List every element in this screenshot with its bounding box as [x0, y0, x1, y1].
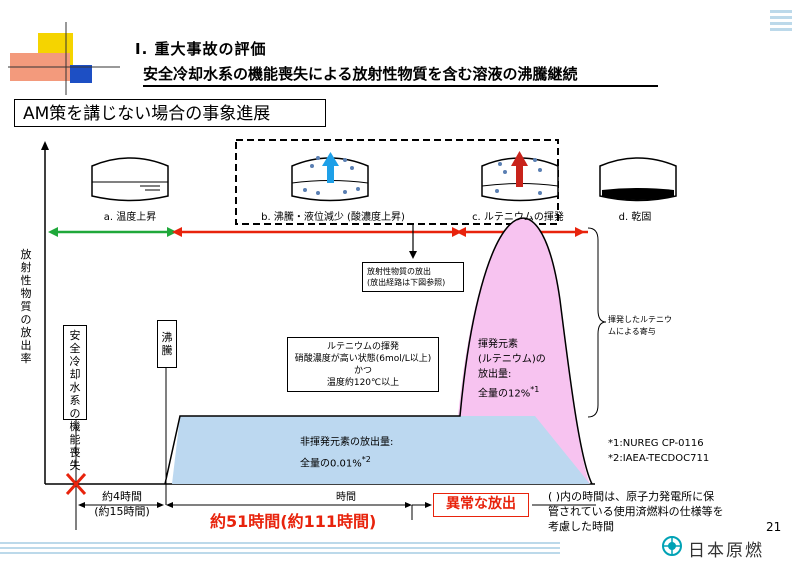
release-rate-curve	[164, 217, 593, 485]
loss-of-cooling-event: 安全冷却水系の機能喪失	[63, 325, 87, 472]
time-span-dry-arrow	[166, 502, 412, 508]
release-note-box: 放射性物質の放出 (放出経路は下図参照)	[362, 262, 464, 292]
ru-condition-line2: 硝酸濃度が高い状態(6mol/L以上)	[294, 354, 432, 364]
release-note-line2: (放出経路は下図参照)	[367, 278, 446, 287]
top-right-stripes	[770, 10, 792, 31]
subtitle-underline	[143, 85, 658, 87]
tank-c-icon	[481, 151, 559, 202]
nonvolatile-area	[172, 416, 590, 484]
ru-condition-line1: ルテニウムの揮発	[326, 342, 399, 352]
volatile-line1: 揮発元素	[478, 339, 518, 350]
contribution-bracket	[587, 227, 607, 418]
tank-a-icon	[91, 157, 169, 202]
references: *1:NUREG CP-0116 *2:IAEA-TECDOC711	[608, 436, 709, 466]
logo-mark-icon	[662, 536, 682, 556]
blue-block	[70, 65, 92, 83]
time-span-boil-arrow	[78, 502, 164, 508]
slide-subtitle: 安全冷却水系の機能喪失による放射性物質を含む溶液の沸騰継続	[143, 65, 578, 83]
scenario-box: AM策を講じない場合の事象進展	[14, 99, 326, 127]
boiling-event: 沸騰	[157, 320, 177, 368]
stage-label-c: c. ルテニウムの揮発	[472, 212, 564, 223]
stage-label-b: b. 沸騰・液位減少 (酸濃度上昇)	[261, 212, 405, 223]
volatile-line2: (ルテニウム)の	[478, 354, 546, 365]
reference-1: *1:NUREG CP-0116	[608, 438, 704, 449]
section-title: Ⅰ. 重大事故の評価	[135, 40, 267, 58]
footer-stripes	[0, 542, 560, 554]
release-note-line1: 放射性物質の放出	[367, 267, 431, 276]
nonvolatile-line2: 全量の0.01%*2	[300, 455, 371, 470]
boil-time-label: 約4時間 (約15時間)	[94, 490, 150, 518]
company-logo-text: 日本原燃	[688, 541, 764, 561]
page-number: 21	[766, 520, 782, 534]
nonvolatile-footnote-mark: *2	[361, 455, 371, 464]
stage-label-d: d. 乾固	[618, 212, 652, 223]
ruthenium-condition-box: ルテニウムの揮発 硝酸濃度が高い状態(6mol/L以上) かつ 温度約120℃以…	[287, 337, 439, 392]
ru-condition-line4: 温度約120℃以上	[326, 378, 400, 388]
y-axis-label: 放射性物質の放出率	[20, 248, 32, 365]
tank-b-icon	[291, 152, 369, 202]
volatile-footnote-mark: *1	[530, 385, 540, 394]
stage-label-a: a. 温度上昇	[103, 212, 157, 223]
volatile-release-label: 揮発元素 (ルテニウム)の 放出量: 全量の12%*1	[478, 337, 546, 401]
tank-d-icon	[599, 157, 677, 202]
nonvolatile-line1: 非揮発元素の放出量:	[300, 437, 394, 448]
abnormal-release-box: 異常な放出	[433, 493, 529, 517]
volatile-line3: 放出量:	[478, 369, 512, 380]
volatile-line4: 全量の12%*1	[478, 385, 540, 400]
contribution-label: 揮発したルテニウ ムによる寄与	[608, 315, 672, 336]
reference-2: *2:IAEA-TECDOC711	[608, 453, 710, 464]
ru-condition-line3: かつ	[353, 366, 372, 376]
dry-time-label: 約51時間(約111時間)	[210, 512, 377, 531]
time-footnote: ( )内の時間は、原子力発電所に保 管されている使用済燃料の仕様等を 考慮した時…	[548, 490, 724, 533]
failure-x-mark	[65, 472, 87, 496]
x-axis-label: 時間	[336, 492, 356, 503]
y-axis-arrowhead	[41, 141, 49, 150]
stage-arrow-a	[48, 227, 177, 237]
nonvolatile-release-label: 非揮発元素の放出量: 全量の0.01%*2	[300, 434, 393, 472]
